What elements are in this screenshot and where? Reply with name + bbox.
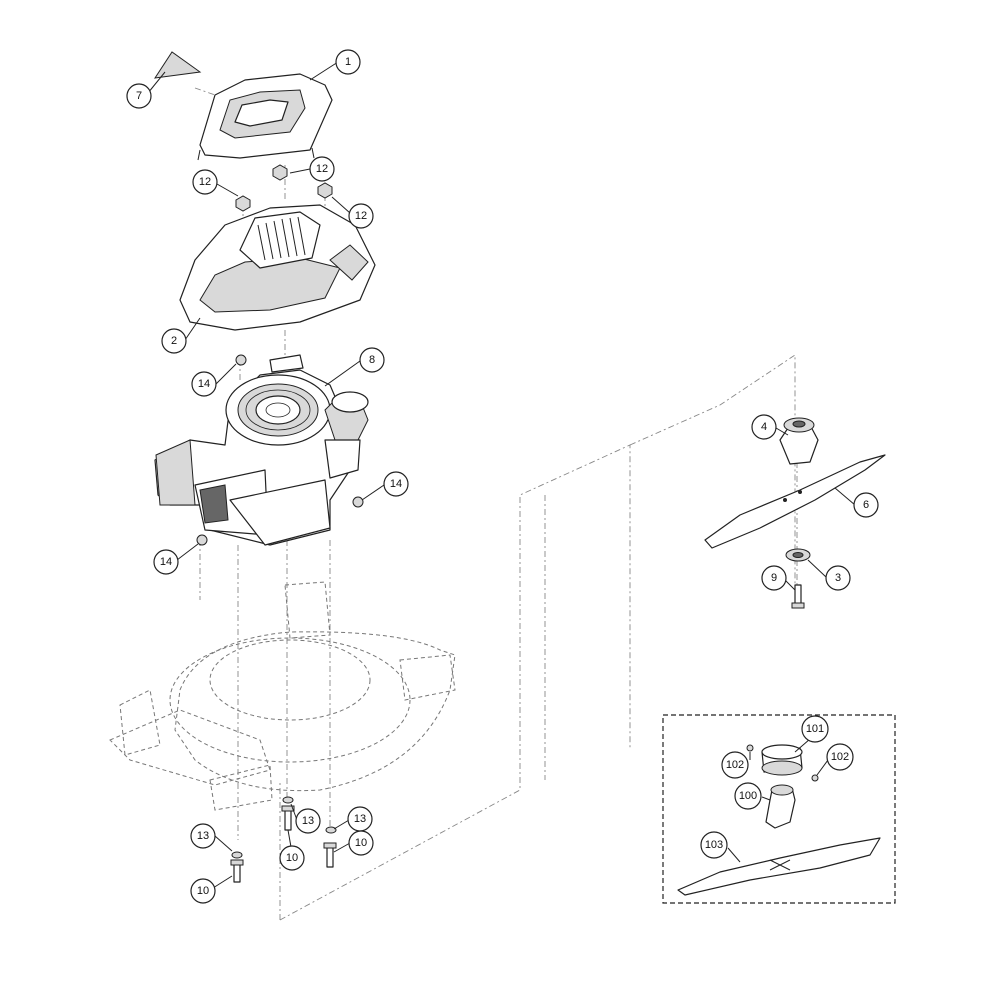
callout-12-a: 12 <box>192 169 218 195</box>
callout-10-b: 10 <box>279 845 305 871</box>
svg-text:12: 12 <box>355 210 367 222</box>
callout-3: 3 <box>825 565 851 591</box>
callout-101: 101 <box>801 715 829 743</box>
svg-text:13: 13 <box>197 830 209 842</box>
callout-13-c: 13 <box>347 806 373 832</box>
part-100-adapter <box>765 784 796 829</box>
svg-text:9: 9 <box>771 572 777 584</box>
callout-102-a: 102 <box>721 751 749 779</box>
callout-6: 6 <box>853 492 879 518</box>
part-4-blade-adapter <box>779 417 819 465</box>
svg-text:13: 13 <box>354 813 366 825</box>
callout-100: 100 <box>734 782 762 810</box>
part-102-screws <box>746 744 819 782</box>
part-101-hub <box>761 744 803 776</box>
callout-14-c: 14 <box>153 549 179 575</box>
part-13-washers <box>231 796 337 859</box>
callout-103: 103 <box>700 831 728 859</box>
svg-text:4: 4 <box>761 421 767 433</box>
callout-8: 8 <box>359 347 385 373</box>
svg-text:10: 10 <box>355 837 367 849</box>
callout-12-c: 12 <box>348 203 374 229</box>
callout-1: 1 <box>335 49 361 75</box>
part-14-nuts <box>196 354 364 546</box>
leader-lines <box>147 61 856 889</box>
callout-102-b: 102 <box>826 743 854 771</box>
part-103-blade <box>677 837 881 896</box>
svg-text:101: 101 <box>806 723 824 735</box>
alternative-blade-inset <box>662 714 896 904</box>
svg-text:100: 100 <box>739 790 757 802</box>
svg-text:8: 8 <box>369 354 375 366</box>
part-3-washer <box>785 548 811 562</box>
svg-text:12: 12 <box>199 176 211 188</box>
part-9-bolt <box>791 584 805 609</box>
svg-text:7: 7 <box>136 90 142 102</box>
svg-text:2: 2 <box>171 335 177 347</box>
callout-10-a: 10 <box>190 878 216 904</box>
mower-deck-ghost <box>109 581 456 811</box>
part-10-bolts <box>230 805 337 883</box>
svg-text:6: 6 <box>863 499 869 511</box>
svg-text:102: 102 <box>726 759 744 771</box>
svg-text:103: 103 <box>705 839 723 851</box>
svg-text:10: 10 <box>197 885 209 897</box>
svg-text:3: 3 <box>835 572 841 584</box>
svg-text:10: 10 <box>286 852 298 864</box>
part-1-top-cover <box>197 73 333 161</box>
callout-12-b: 12 <box>309 156 335 182</box>
callout-14-a: 14 <box>191 371 217 397</box>
callout-9: 9 <box>761 565 787 591</box>
callout-2: 2 <box>161 328 187 354</box>
part-6-blade <box>704 454 886 549</box>
svg-text:14: 14 <box>198 378 210 390</box>
callout-4: 4 <box>751 414 777 440</box>
callout-13-a: 13 <box>190 823 216 849</box>
svg-text:14: 14 <box>160 556 172 568</box>
part-7-cap <box>153 51 202 79</box>
svg-text:1: 1 <box>345 56 351 68</box>
callout-13-b: 13 <box>295 808 321 834</box>
callout-7: 7 <box>126 83 152 109</box>
svg-text:14: 14 <box>390 478 402 490</box>
callout-14-b: 14 <box>383 471 409 497</box>
part-2-engine-shroud <box>179 204 376 331</box>
svg-text:102: 102 <box>831 751 849 763</box>
part-12-nuts <box>235 164 333 212</box>
svg-text:12: 12 <box>316 163 328 175</box>
svg-text:13: 13 <box>302 815 314 827</box>
part-8-engine <box>154 354 369 546</box>
callout-10-c: 10 <box>348 830 374 856</box>
